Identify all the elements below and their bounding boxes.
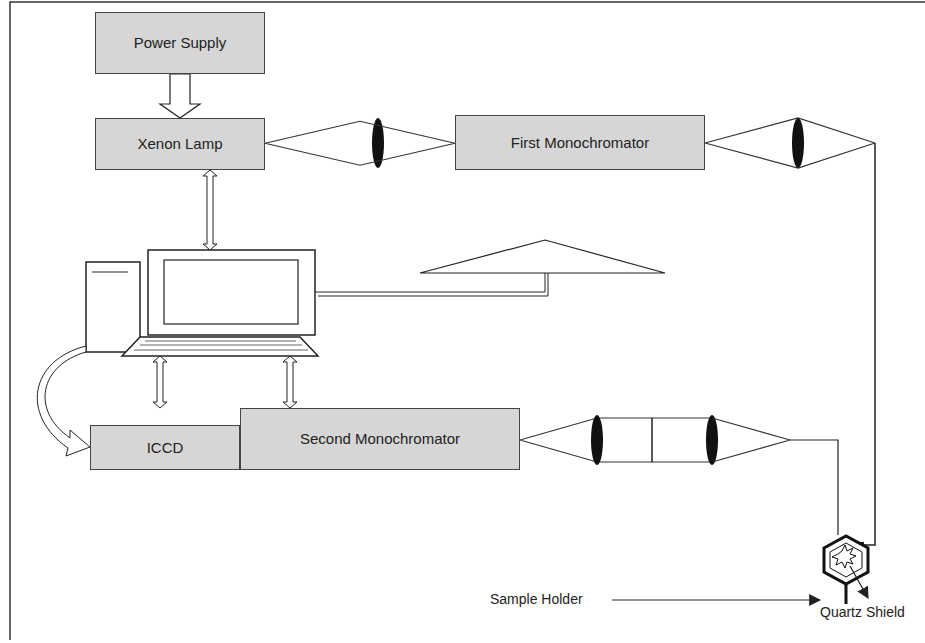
node-text: Power Supply — [128, 32, 233, 53]
computer-tower — [86, 262, 140, 352]
light-beam — [705, 118, 875, 168]
leader-line — [612, 599, 820, 600]
light-beam — [265, 121, 455, 165]
lens — [591, 415, 603, 465]
keyboard-keys — [134, 341, 308, 350]
node-text: Xenon Lamp — [131, 133, 228, 154]
power-arrow — [160, 74, 200, 118]
sample — [832, 545, 856, 568]
control-line — [315, 273, 548, 296]
quartz-shield — [830, 543, 862, 577]
double-arrow — [153, 356, 167, 408]
process-box: Second Monochromator — [240, 408, 520, 470]
lens — [706, 415, 718, 465]
keyboard — [122, 337, 318, 356]
node-text: First Monochromator — [505, 132, 655, 153]
light-path — [790, 440, 838, 535]
light-beam — [520, 418, 790, 462]
double-arrow — [283, 356, 297, 408]
frame-line — [10, 2, 925, 640]
lamp-box: Xenon Lamp — [95, 118, 265, 170]
process-box: First Monochromator — [455, 115, 705, 170]
leader-line — [850, 566, 868, 598]
lens — [792, 118, 804, 168]
slit — [651, 418, 653, 462]
detector-box: ICCD — [90, 425, 240, 470]
part-label: Sample Holder — [488, 591, 585, 607]
node-text: ICCD — [141, 437, 190, 458]
double-arrow — [203, 170, 217, 250]
curved-arrow — [37, 346, 90, 456]
monitor — [148, 250, 315, 335]
node-text: Second Monochromator — [294, 428, 466, 449]
process-box: Power Supply — [95, 12, 265, 74]
control-arrow — [420, 240, 665, 273]
light-path — [862, 143, 875, 545]
sample-holder — [824, 536, 868, 584]
monitor-screen — [164, 260, 298, 324]
drive-slot — [92, 272, 128, 273]
part-label: Quartz Shield — [818, 604, 907, 620]
